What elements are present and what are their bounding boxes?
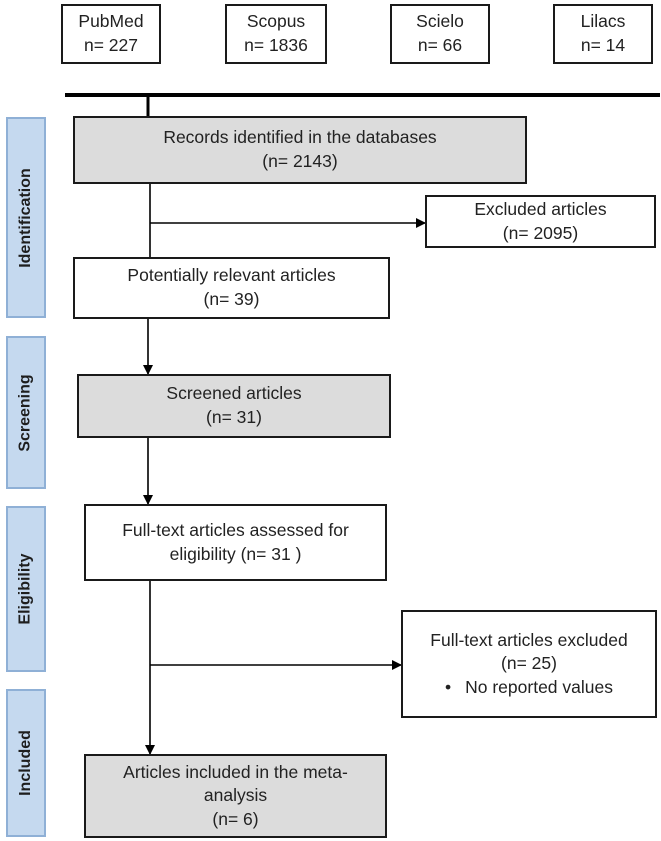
source-count: n= 1836 bbox=[244, 35, 308, 55]
bullet-marker: • bbox=[444, 676, 452, 697]
source-box-lilacs: Lilacs n= 14 bbox=[553, 4, 653, 64]
stage-included: Included bbox=[6, 689, 46, 837]
source-count: n= 66 bbox=[417, 35, 463, 55]
source-name: Scopus bbox=[246, 11, 306, 32]
box-line: eligibility (n= 31 ) bbox=[169, 543, 302, 564]
records-identified-box: Records identified in the databases (n= … bbox=[73, 116, 527, 184]
box-count: (n= 2143) bbox=[262, 151, 338, 171]
stage-identification: Identification bbox=[6, 117, 46, 318]
screened-articles-box: Screened articles (n= 31) bbox=[77, 374, 391, 438]
stage-label: Screening bbox=[17, 373, 35, 452]
box-count: (n= 39) bbox=[203, 289, 260, 309]
source-box-scopus: Scopus n= 1836 bbox=[225, 4, 327, 64]
source-box-pubmed: PubMed n= 227 bbox=[61, 4, 161, 64]
stage-screening: Screening bbox=[6, 336, 46, 489]
potentially-relevant-box: Potentially relevant articles (n= 39) bbox=[73, 257, 390, 319]
box-line: Screened articles bbox=[166, 383, 302, 404]
box-line: Potentially relevant articles bbox=[127, 265, 336, 286]
box-count: (n= 2095) bbox=[502, 222, 579, 243]
box-line: Articles included in the meta- bbox=[123, 761, 348, 782]
box-line: analysis bbox=[203, 785, 268, 806]
source-count: n= 14 bbox=[580, 35, 626, 55]
box-line: Full-text articles assessed for bbox=[122, 519, 349, 540]
box-line: Full-text articles excluded bbox=[430, 629, 628, 650]
box-count: (n= 6) bbox=[212, 808, 259, 829]
stage-label: Eligibility bbox=[17, 553, 34, 625]
articles-included-box: Articles included in the meta- analysis … bbox=[84, 754, 387, 838]
excluded-articles-box: Excluded articles (n= 2095) bbox=[425, 195, 656, 248]
box-line: Excluded articles bbox=[474, 198, 607, 219]
exclusion-reason-text: No reported values bbox=[465, 676, 613, 697]
box-line: Records identified in the databases bbox=[163, 127, 437, 148]
source-count: n= 227 bbox=[83, 35, 138, 55]
source-name: PubMed bbox=[78, 11, 144, 32]
stage-label: Identification bbox=[17, 167, 34, 268]
stage-label: Included bbox=[17, 730, 34, 796]
stage-eligibility: Eligibility bbox=[6, 506, 46, 672]
source-name: Scielo bbox=[416, 11, 464, 32]
source-box-scielo: Scielo n= 66 bbox=[390, 4, 490, 64]
exclusion-reason: • No reported values bbox=[445, 676, 613, 700]
fulltext-excluded-box: Full-text articles excluded (n= 25) • No… bbox=[401, 610, 657, 718]
fulltext-assessed-box: Full-text articles assessed for eligibil… bbox=[84, 504, 387, 581]
box-count: (n= 31) bbox=[206, 407, 262, 427]
box-count: (n= 25) bbox=[501, 653, 557, 674]
source-name: Lilacs bbox=[580, 11, 626, 32]
